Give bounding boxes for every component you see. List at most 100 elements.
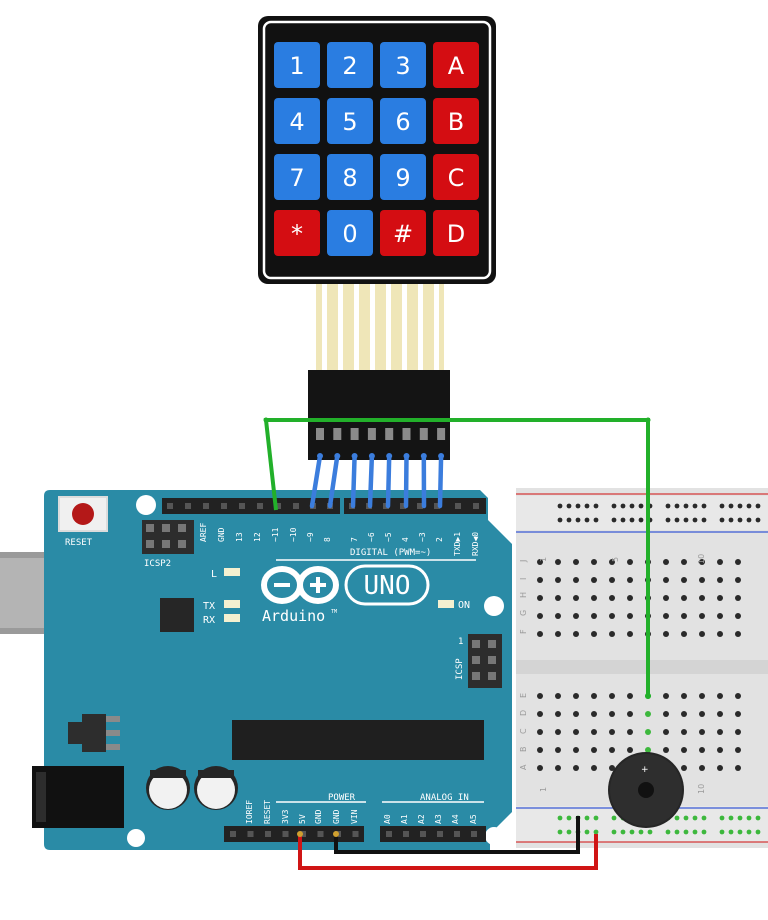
breadboard-hole (717, 595, 723, 601)
header-hole (257, 503, 263, 509)
bb-col-10-top: 10 (697, 554, 706, 564)
breadboard-hole (537, 693, 543, 699)
breadboard-hole (663, 613, 669, 619)
breadboard-hole (681, 747, 687, 753)
pin-label-7: 7 (350, 537, 359, 542)
key-face[interactable] (433, 42, 479, 88)
breadboard-hole (591, 693, 597, 699)
key-8[interactable]: 8 (327, 154, 373, 200)
key-0[interactable]: 0 (327, 210, 373, 256)
key-label: A (448, 52, 465, 80)
icsp2-header (142, 520, 194, 554)
rail-hole (629, 517, 635, 523)
rail-hole (737, 503, 743, 509)
breadboard-hole (681, 765, 687, 771)
key-face[interactable] (380, 210, 426, 256)
key-face[interactable] (380, 98, 426, 144)
key-*[interactable]: * (274, 210, 320, 256)
breadboard-hole (537, 729, 543, 735)
header-hole (203, 503, 209, 509)
pin-label-11: ~11 (271, 527, 280, 542)
key-face[interactable] (327, 98, 373, 144)
breadboard-hole (735, 559, 741, 565)
wire-end (438, 453, 445, 459)
ribbon-trace (338, 284, 343, 370)
key-face[interactable] (327, 42, 373, 88)
breadboard-hole (573, 595, 579, 601)
header-hole (247, 831, 254, 837)
pin-label-3v3: 3V3 (281, 809, 290, 824)
key-face[interactable] (380, 42, 426, 88)
breadboard-hole (681, 613, 687, 619)
breadboard-hole (591, 747, 597, 753)
breadboard-hole (537, 613, 543, 619)
digital-header-left (162, 498, 340, 514)
key-6[interactable]: 6 (380, 98, 426, 144)
key-face[interactable] (274, 98, 320, 144)
breadboard-hole (681, 729, 687, 735)
key-face[interactable] (327, 210, 373, 256)
rail-hole (647, 829, 653, 835)
bb-col-1-top: 1 (539, 557, 548, 562)
rail-hole (629, 829, 635, 835)
key-9[interactable]: 9 (380, 154, 426, 200)
connector-pin (350, 428, 359, 440)
key-label: 0 (342, 220, 357, 248)
rail-hole (584, 517, 590, 523)
breadboard-hole (735, 765, 741, 771)
bb-row-h: H (519, 592, 528, 598)
key-B[interactable]: B (433, 98, 479, 144)
key-#[interactable]: # (380, 210, 426, 256)
bb-row-f: F (519, 629, 528, 634)
key-7[interactable]: 7 (274, 154, 320, 200)
key-face[interactable] (380, 154, 426, 200)
key-face[interactable] (433, 210, 479, 256)
header-hole (352, 831, 359, 837)
key-2[interactable]: 2 (327, 42, 373, 88)
key-face[interactable] (433, 154, 479, 200)
breadboard-hole (573, 631, 579, 637)
header-hole (403, 831, 409, 837)
on-led (438, 600, 454, 608)
key-face[interactable] (433, 98, 479, 144)
reset-button[interactable] (72, 503, 94, 525)
header-hole (454, 831, 460, 837)
keypad-connector (308, 370, 450, 460)
bb-row-b: B (519, 747, 528, 753)
breadboard-hole (717, 577, 723, 583)
breadboard-hole (735, 693, 741, 699)
pin-label-a2: A2 (417, 814, 426, 824)
breadboard-hole (699, 729, 705, 735)
key-C[interactable]: C (433, 154, 479, 200)
header-hole (167, 503, 173, 509)
breadboard-hole (717, 559, 723, 565)
rail-hole (728, 829, 734, 835)
key-face[interactable] (274, 154, 320, 200)
digital-label: DIGITAL (PWM=~) (350, 548, 431, 558)
bb-col-1-bottom: 1 (539, 787, 548, 792)
key-D[interactable]: D (433, 210, 479, 256)
key-5[interactable]: 5 (327, 98, 373, 144)
buzzer: + (608, 752, 684, 828)
connector-pin (367, 428, 376, 440)
rail-hole (674, 815, 680, 821)
breadboard-hole (555, 711, 561, 717)
key-face[interactable] (274, 210, 320, 256)
key-3[interactable]: 3 (380, 42, 426, 88)
breadboard-hole (627, 729, 633, 735)
rail-hole (755, 829, 761, 835)
key-label: 4 (289, 108, 304, 136)
breadboard-hole (627, 577, 633, 583)
key-face[interactable] (327, 154, 373, 200)
pin-label-vin: VIN (350, 809, 359, 824)
key-face[interactable] (274, 42, 320, 88)
key-1[interactable]: 1 (274, 42, 320, 88)
icsp2-label: ICSP2 (144, 559, 171, 569)
breadboard-hole (555, 729, 561, 735)
key-A[interactable]: A (433, 42, 479, 88)
breadboard-hole (717, 613, 723, 619)
key-label: * (291, 220, 303, 248)
rail-hole (665, 517, 671, 523)
key-4[interactable]: 4 (274, 98, 320, 144)
breadboard-hole (609, 765, 615, 771)
